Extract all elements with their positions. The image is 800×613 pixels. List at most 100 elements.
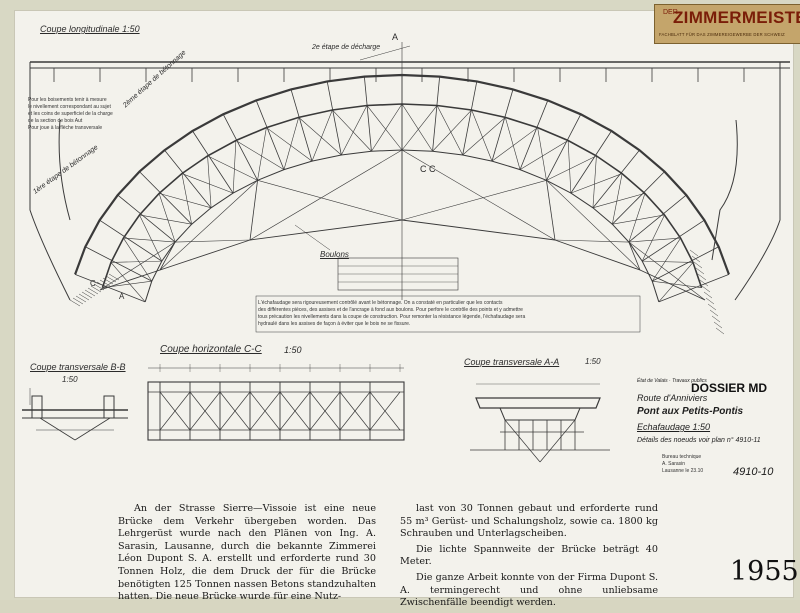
diagonal-brace xyxy=(298,117,342,156)
radial-strut xyxy=(592,149,640,209)
diagonal-brace xyxy=(123,237,176,243)
diagonal-brace xyxy=(432,109,472,152)
radial-strut xyxy=(546,114,582,181)
diagonal-brace xyxy=(332,109,372,152)
radial-strut xyxy=(290,89,313,162)
diagonal-brace xyxy=(592,155,597,208)
diagonal-brace xyxy=(207,155,258,181)
right-abutment xyxy=(734,62,781,301)
radial-strut xyxy=(652,246,719,282)
lattice-strut xyxy=(554,239,629,243)
note-box xyxy=(255,295,641,333)
diagonal-brace xyxy=(570,173,623,194)
label-coupe-longitudinale: Coupe longitudinale 1:50 xyxy=(40,24,140,34)
diagonal-brace xyxy=(283,117,299,170)
ground-hatch xyxy=(707,303,717,311)
aa-deck xyxy=(475,397,601,409)
ground-hatch xyxy=(713,321,723,329)
note-left: Pour les boisements tenir à mesure le ni… xyxy=(28,97,113,131)
bridge-scaffold-drawing xyxy=(22,42,790,463)
lattice-strut xyxy=(257,180,403,221)
ground-hatch xyxy=(705,297,715,305)
title-project: Pont aux Petits-Pontis xyxy=(637,406,744,417)
diagonal-brace xyxy=(139,214,163,262)
lattice-strut xyxy=(249,149,403,241)
ground-hatch xyxy=(90,285,102,293)
logo-tagline: FACHBLATT FÜR DAS ZIMMEREIGEWERBE DER SC… xyxy=(659,32,785,37)
diagonal-brace xyxy=(232,140,237,194)
ground-hatch xyxy=(699,279,709,287)
diagonal-brace xyxy=(311,109,333,162)
section-b-b xyxy=(22,388,128,441)
ground-hatch xyxy=(693,261,703,269)
diagonal-brace xyxy=(266,127,313,162)
article-column-1: An der Strasse Sierre—Vissoie ist eine n… xyxy=(118,503,376,607)
radial-strut xyxy=(658,274,730,303)
ground-hatch xyxy=(715,327,725,335)
label-c-left: C xyxy=(90,279,96,288)
diagonal-brace xyxy=(651,237,681,282)
ground-hatch xyxy=(703,291,713,299)
logo-mini-text: DER xyxy=(663,9,678,16)
diagonal-brace xyxy=(471,109,493,162)
cc-cross-brace xyxy=(279,391,311,431)
radial-strut xyxy=(192,130,234,194)
diagonal-brace xyxy=(110,260,162,263)
diagonal-brace xyxy=(181,173,192,225)
title-route: Route d'Anniviers xyxy=(637,393,708,403)
drawing-number: 4910-10 xyxy=(733,466,774,478)
diagonal-brace xyxy=(139,214,192,225)
lattice-strut xyxy=(401,149,556,241)
lattice-chord xyxy=(249,219,403,241)
label-boulons: Boulons xyxy=(320,250,349,259)
bb-brace xyxy=(74,417,111,441)
aa-brace xyxy=(504,419,541,463)
diagonal-brace xyxy=(546,155,597,181)
ground-hatch xyxy=(102,277,114,285)
diagonal-brace xyxy=(401,103,433,152)
ground-hatch xyxy=(87,287,99,295)
longitudinal-section xyxy=(29,42,790,335)
lattice-strut xyxy=(628,241,641,271)
title-header-small: État de Valais · Travaux publics xyxy=(637,378,707,384)
diagonal-brace xyxy=(628,237,681,243)
diagonal-brace xyxy=(235,140,285,170)
left-pier xyxy=(58,119,71,221)
note-bottom: L'échafaudage sera rigoureusement contrô… xyxy=(258,300,526,327)
lattice-chord xyxy=(639,269,706,301)
diagonal-brace xyxy=(658,262,694,303)
ground-hatch xyxy=(695,267,705,275)
diagonal-brace xyxy=(158,193,212,209)
ground-hatch xyxy=(697,273,707,281)
diagonal-brace xyxy=(462,117,506,156)
diagonal-brace xyxy=(401,105,438,151)
lattice-chord xyxy=(401,219,556,241)
diagonal-brace xyxy=(642,260,694,263)
radial-strut xyxy=(85,246,152,282)
label-cc-mid: C C xyxy=(420,164,436,174)
ground-hatch xyxy=(69,299,81,307)
aa-brace xyxy=(539,419,576,463)
logo-wordmark: ZIMMERMEISTER xyxy=(673,8,800,27)
article-paragraph: Die ganze Arbeit konnte von der Firma Du… xyxy=(400,571,658,609)
right-pier xyxy=(711,119,738,261)
diagonal-brace xyxy=(158,193,176,243)
diagonal-brace xyxy=(371,103,403,152)
radial-strut xyxy=(641,219,705,262)
radial-strut xyxy=(570,130,612,194)
lattice-strut xyxy=(546,180,641,271)
lattice-chord xyxy=(99,269,161,291)
article-paragraph: last von 30 Tonnen gebaut und erforderte… xyxy=(400,503,658,540)
lattice-strut xyxy=(249,180,258,241)
section-a-a xyxy=(470,383,610,463)
ground-hatch xyxy=(691,255,701,263)
label-coupe-bb-scale: 1:50 xyxy=(62,375,78,384)
label-a-top: A xyxy=(392,32,399,42)
year-label: 1955 xyxy=(730,556,799,587)
ground-hatch xyxy=(99,279,111,287)
lattice-chord xyxy=(554,239,641,271)
diagonal-brace xyxy=(505,117,521,170)
title-details: Détails des noeuds voir plan n° 4910-11 xyxy=(637,437,761,444)
ground-hatch xyxy=(711,315,721,323)
leader-line xyxy=(359,45,411,61)
